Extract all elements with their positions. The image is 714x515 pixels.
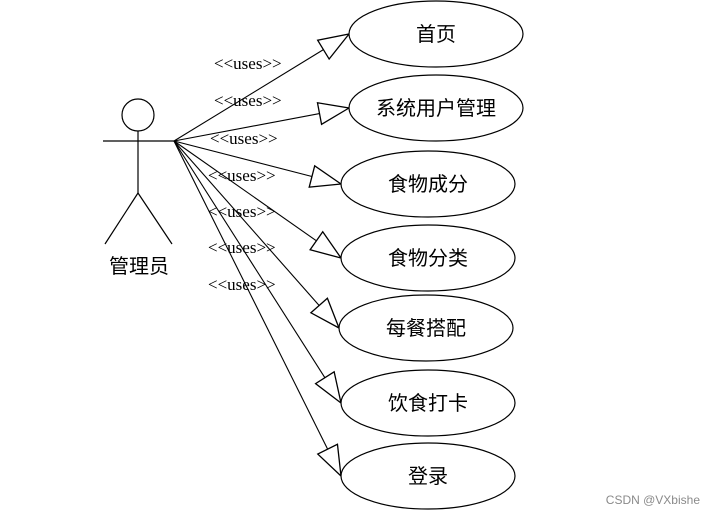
generalization-arrowhead [316, 101, 351, 126]
connector-line [173, 140, 313, 178]
actor [103, 98, 174, 245]
connector-line [173, 140, 326, 378]
generalization-arrowhead [309, 230, 343, 260]
use-case: 登录 [340, 442, 516, 510]
use-case-label: 登录 [408, 464, 448, 488]
use-case-ellipse [340, 224, 516, 292]
use-case: 食物分类 [340, 224, 516, 292]
uses-label: <<uses>> [210, 129, 278, 148]
use-case-ellipse [340, 369, 516, 437]
use-case-label: 首页 [416, 22, 456, 46]
use-case-ellipse [348, 74, 524, 142]
generalization-arrowhead [314, 370, 343, 405]
connector-line [173, 140, 329, 450]
connectors: <<uses>> <<uses>> <<uses>> <<uses>> <<uses>>… [173, 33, 351, 478]
use-case: 食物成分 [340, 150, 516, 218]
actor-head [121, 98, 155, 132]
connector-line [173, 49, 324, 142]
connector-line [173, 140, 317, 242]
use-case: 系统用户管理 [348, 74, 524, 142]
uses-label: <<uses>> [208, 238, 276, 257]
actor-right-leg [137, 192, 173, 245]
actor-label: 管理员 [109, 254, 169, 278]
use-case-label: 食物成分 [388, 172, 468, 196]
use-case-label: 每餐搭配 [386, 316, 466, 340]
use-case: 每餐搭配 [338, 294, 514, 362]
use-case-ellipse [340, 150, 516, 218]
generalization-arrowhead [316, 33, 351, 61]
use-case: 饮食打卡 [340, 369, 516, 437]
use-case-label: 饮食打卡 [388, 391, 468, 415]
use-case-ellipse [340, 442, 516, 510]
use-case-label: 食物分类 [388, 246, 468, 270]
generalization-arrowhead [309, 297, 341, 330]
uses-label: <<uses>> [208, 166, 276, 185]
actor-left-leg [104, 192, 139, 245]
connector-line [173, 113, 320, 142]
connector-line [173, 140, 320, 306]
generalization-arrowhead [316, 443, 342, 478]
uses-label: <<uses>> [208, 202, 276, 221]
uses-label: <<uses>> [214, 54, 282, 73]
use-case-ellipse [338, 294, 514, 362]
uses-label: <<uses>> [214, 91, 282, 110]
use-case: 首页 [348, 0, 524, 68]
use-case-ellipse [348, 0, 524, 68]
generalization-arrowhead [308, 164, 343, 188]
use-case-label: 系统用户管理 [376, 96, 496, 120]
uses-label: <<uses>> [208, 275, 276, 294]
watermark: CSDN @VXbishe [605, 493, 700, 507]
